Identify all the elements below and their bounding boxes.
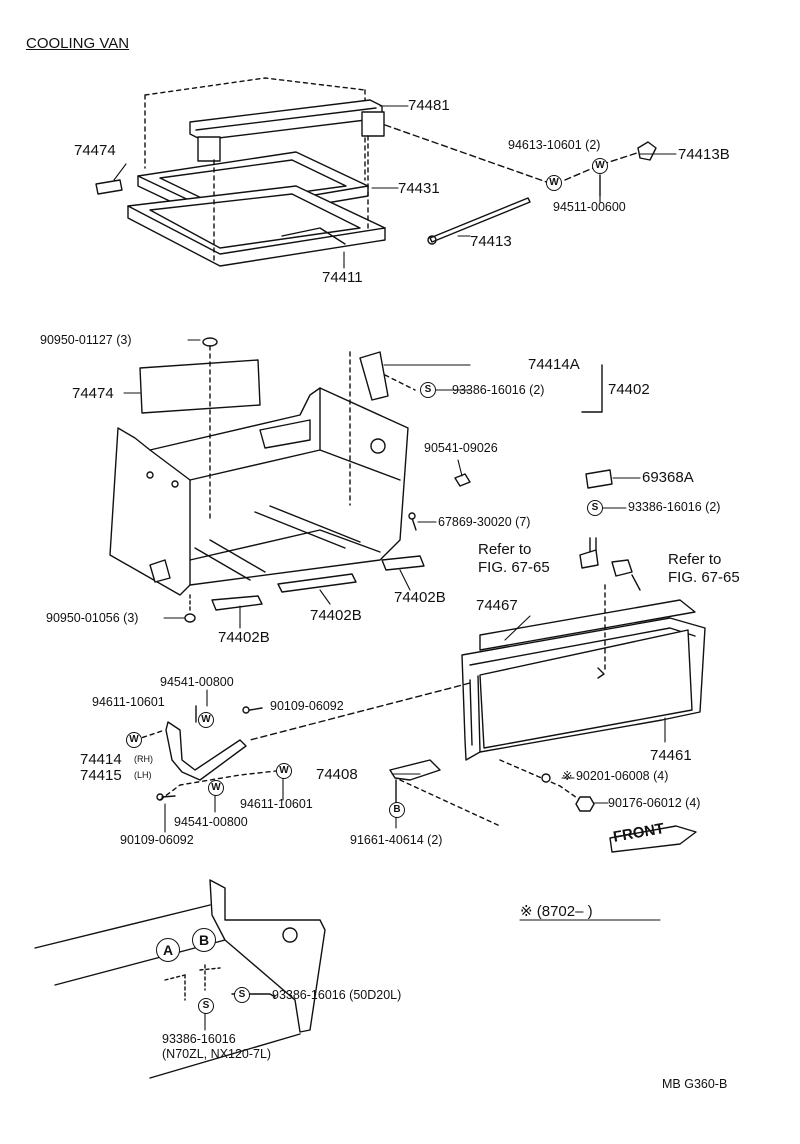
washer-badge-94541-a: W (198, 712, 214, 728)
part-90950-01127: 90950-01127 (3) (40, 333, 132, 347)
part-90201-06008: ※ 90201-06008 (4) (562, 769, 669, 783)
serial-range-note: ※ (8702– ) (520, 903, 593, 920)
part-74414: 74414 (80, 751, 122, 768)
part-74413: 74413 (470, 233, 512, 250)
part-94541-00800-b: 94541-00800 (174, 815, 248, 829)
reference-badge-b: B (192, 928, 216, 952)
figure-reference-1: FIG. 67-65 (478, 559, 550, 576)
part-90950-01056: 90950-01056 (3) (46, 611, 139, 625)
part-74415: 74415 (80, 767, 122, 784)
part-90109-06092-b: 90109-06092 (120, 833, 194, 847)
part-94613-10601: 94613-10601 (2) (508, 138, 601, 152)
door-bracket-assembly (134, 705, 441, 803)
refer-to-label-1: Refer to (478, 541, 532, 558)
part-93386-16016-b: 93386-16016 (2) (628, 500, 721, 514)
part-74467: 74467 (476, 597, 518, 614)
refer-to-label-2: Refer to (668, 551, 722, 568)
washer-badge-94613: W (546, 175, 562, 191)
rh-note: (RH) (134, 754, 153, 764)
screw-badge-93386-c: S (234, 987, 250, 1003)
part-90176-06012: 90176-06012 (4) (608, 796, 701, 810)
washer-badge-94611-a: W (126, 732, 142, 748)
part-93386-16016-50d20l: 93386-16016 (50D20L) (272, 988, 402, 1002)
part-90109-06092-a: 90109-06092 (270, 699, 344, 713)
application-note: (N70ZL, NX120-7L) (162, 1047, 272, 1061)
part-74431: 74431 (398, 180, 440, 197)
screw-badge-93386-b: S (587, 500, 603, 516)
part-69368a: 69368A (642, 469, 694, 486)
lh-note: (LH) (134, 770, 152, 780)
battery-box-door (249, 537, 706, 853)
part-74413b: 74413B (678, 146, 730, 163)
washer-badge-94611-b: W (276, 763, 292, 779)
part-67869-30020: 67869-30020 (7) (438, 515, 531, 529)
part-93386-16016-c: 93386-16016 (162, 1032, 236, 1046)
part-94611-10601-b: 94611-10601 (240, 797, 313, 811)
part-94611-10601-a: 94611-10601 (92, 695, 165, 709)
part-74481: 74481 (408, 97, 450, 114)
washer-badge-94511: W (592, 158, 608, 174)
battery-carrier (109, 337, 613, 623)
part-93386-16016-a: 93386-16016 (2) (452, 383, 545, 397)
screw-badge-93386-a: S (420, 382, 436, 398)
leader-lines (113, 105, 677, 1031)
frame-rail-detail (34, 879, 326, 1079)
part-74474-top: 74474 (74, 142, 116, 159)
screw-badge-93386-d: S (198, 998, 214, 1014)
hold-down-rod-assembly (427, 141, 657, 245)
part-74402b-center: 74402B (310, 607, 362, 624)
part-74408: 74408 (316, 766, 358, 783)
part-74402: 74402 (608, 381, 650, 398)
part-74414a: 74414A (528, 356, 580, 373)
part-90541-09026: 90541-09026 (424, 441, 498, 455)
reference-badge-a: A (156, 938, 180, 962)
bolt-badge-91661: B (389, 802, 405, 818)
part-74474-mid: 74474 (72, 385, 114, 402)
part-94541-00800-a: 94541-00800 (160, 675, 234, 689)
figure-code: MB G360-B (662, 1077, 728, 1091)
diagram-title: COOLING VAN (26, 35, 130, 52)
part-74411: 74411 (322, 269, 363, 286)
part-74461: 74461 (650, 747, 692, 764)
part-74402b-right: 74402B (394, 589, 446, 606)
part-74402b-left: 74402B (218, 629, 270, 646)
top-cover-assembly (95, 77, 556, 267)
part-94511-00600: 94511-00600 (553, 200, 626, 214)
part-91661-40614: 91661-40614 (2) (350, 833, 443, 847)
figure-reference-2: FIG. 67-65 (668, 569, 740, 586)
washer-badge-94541-b: W (208, 780, 224, 796)
